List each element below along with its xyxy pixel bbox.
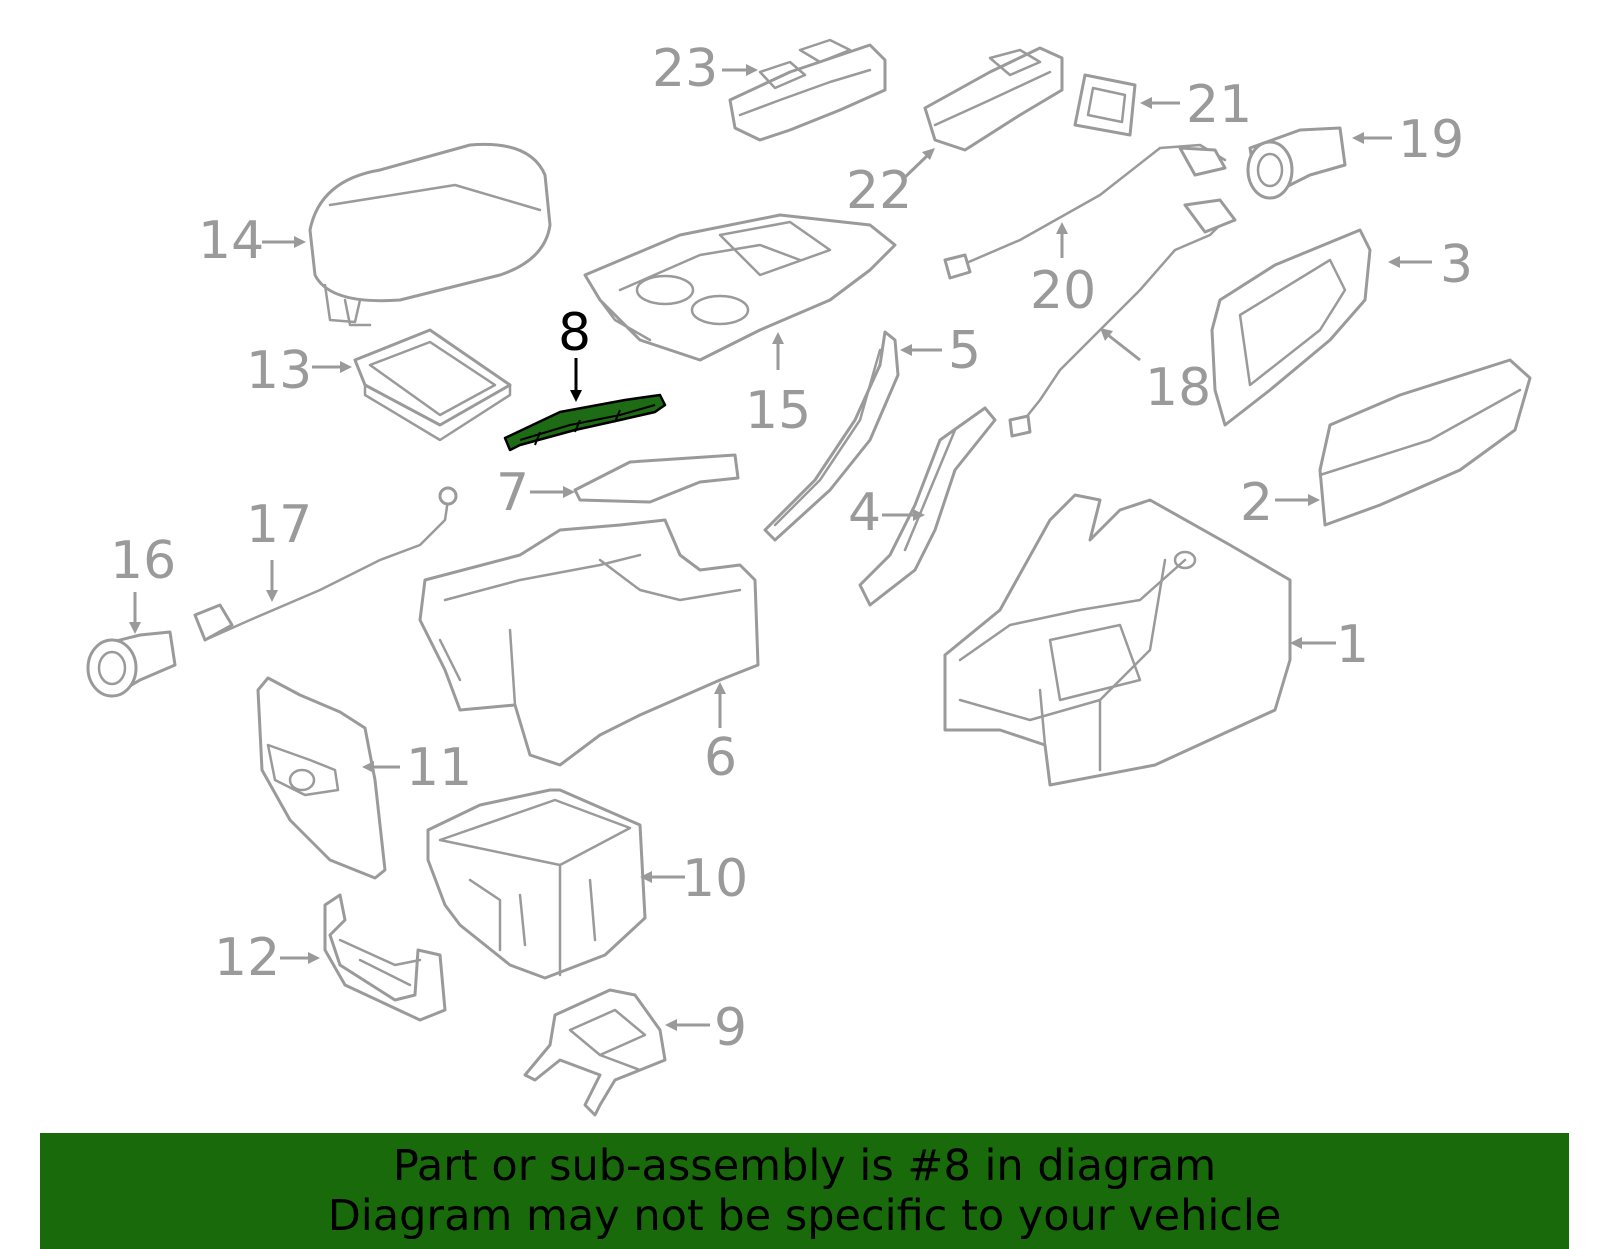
callout-2: 2 [1240, 473, 1320, 533]
svg-text:13: 13 [246, 341, 312, 401]
svg-text:11: 11 [406, 738, 472, 798]
callout-12: 12 [214, 928, 320, 988]
part-22-switch[interactable] [923, 46, 1064, 152]
callout-10: 10 [640, 849, 748, 909]
part-10-storage-box[interactable] [426, 788, 647, 980]
part-11-rear-panel[interactable] [256, 676, 387, 880]
part-23-switch[interactable] [728, 38, 887, 142]
callout-7: 7 [496, 463, 575, 523]
part-3-side-panel[interactable] [1210, 228, 1372, 427]
banner-line-2: Diagram may not be specific to your vehi… [327, 1191, 1282, 1241]
svg-text:22: 22 [846, 161, 912, 221]
callout-18: 18 [1100, 328, 1211, 418]
svg-text:14: 14 [198, 211, 264, 271]
callout-14: 14 [198, 211, 306, 271]
part-7-trim[interactable] [573, 453, 740, 504]
callout-1: 1 [1290, 615, 1369, 675]
svg-text:2: 2 [1240, 473, 1273, 533]
svg-text:18: 18 [1145, 358, 1211, 418]
part-8-panel[interactable] [503, 393, 667, 452]
part-21-bezel[interactable] [1073, 73, 1137, 137]
part-16-socket[interactable] [86, 630, 177, 698]
callout-20: 20 [1030, 222, 1096, 321]
svg-text:23: 23 [652, 39, 718, 99]
svg-text:8: 8 [558, 303, 591, 363]
part-14-armrest-lid[interactable] [308, 142, 552, 327]
callout-8: 8 [558, 303, 591, 402]
part-18-cable[interactable] [1008, 198, 1237, 438]
part-1-console-body[interactable] [943, 493, 1292, 787]
svg-text:16: 16 [110, 531, 176, 591]
callout-16: 16 [110, 531, 176, 634]
callout-22: 22 [846, 148, 935, 221]
callout-3: 3 [1388, 235, 1473, 295]
part-12-bracket[interactable] [323, 893, 447, 1022]
part-13-tray[interactable] [353, 328, 512, 442]
svg-text:17: 17 [246, 495, 312, 555]
part-15-console-upper[interactable] [583, 213, 897, 362]
callout-5: 5 [900, 321, 981, 381]
callout-17: 17 [246, 495, 312, 602]
svg-text:6: 6 [704, 728, 737, 788]
svg-text:10: 10 [682, 849, 748, 909]
svg-text:4: 4 [848, 483, 881, 543]
part-6-console-inner[interactable] [418, 518, 760, 767]
callout-13: 13 [246, 341, 352, 401]
svg-text:3: 3 [1440, 235, 1473, 295]
callout-19: 19 [1352, 110, 1464, 170]
callout-21: 21 [1140, 75, 1252, 135]
svg-text:1: 1 [1336, 615, 1369, 675]
callout-6: 6 [704, 682, 737, 788]
svg-text:19: 19 [1398, 110, 1464, 170]
part-5-side-trim[interactable] [763, 330, 900, 542]
callout-4: 4 [848, 483, 925, 543]
callout-15: 15 [745, 332, 811, 441]
info-banner: Part or sub-assembly is #8 in diagram Di… [40, 1133, 1569, 1249]
svg-text:21: 21 [1186, 75, 1252, 135]
part-4-side-trim[interactable] [858, 406, 997, 607]
part-2-side-cover[interactable] [1318, 358, 1532, 527]
svg-text:9: 9 [714, 998, 747, 1058]
callout-9: 9 [665, 998, 747, 1058]
callout-23: 23 [652, 39, 758, 99]
part-9-bracket[interactable] [523, 988, 667, 1117]
part-19-socket[interactable] [1246, 126, 1347, 200]
svg-text:5: 5 [948, 321, 981, 381]
part-20-harness[interactable] [943, 143, 1227, 280]
svg-text:7: 7 [496, 463, 529, 523]
banner-line-1: Part or sub-assembly is #8 in diagram [392, 1141, 1217, 1191]
svg-text:12: 12 [214, 928, 280, 988]
svg-text:20: 20 [1030, 261, 1096, 321]
svg-text:15: 15 [745, 381, 811, 441]
part-17-cable[interactable] [193, 486, 458, 642]
callout-11: 11 [362, 738, 472, 798]
